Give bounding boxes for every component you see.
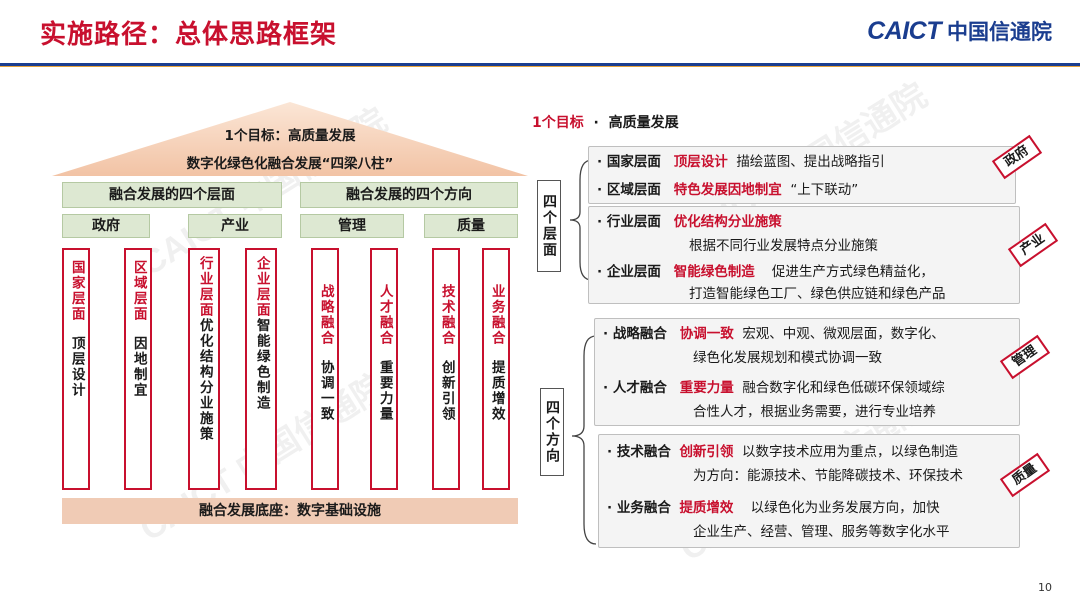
row-business-detail: 企业生产、经营、管理、服务等数字化水平 xyxy=(693,524,950,540)
logo-text-cn: 中国信通院 xyxy=(947,20,1052,44)
group-manage: 管理 xyxy=(300,214,404,238)
pillar-business: 业务融合 提质增效 xyxy=(482,248,510,490)
page-number: 10 xyxy=(1038,581,1052,594)
badge-gov: 政府 xyxy=(991,134,1043,180)
pillar-regional: 区域层面 因地制宜 xyxy=(124,248,152,490)
levels-label: 四个层面 xyxy=(537,180,561,272)
row-talent: · 人才融合 重要力量 融合数字化和绿色低碳环保领域综 xyxy=(603,380,945,396)
pillar-sector: 行业层面 优化结构分业施策 xyxy=(188,248,220,490)
directions-label: 四个方向 xyxy=(540,388,564,476)
directions-brace xyxy=(571,335,597,545)
group-industry: 产业 xyxy=(188,214,282,238)
goal-bullet: · xyxy=(588,115,604,131)
roof-goal: 1个目标：高质量发展 xyxy=(224,128,356,144)
page-title: 实施路径：总体思路框架 xyxy=(40,20,338,50)
pillar-talent: 人才融合 重要力量 xyxy=(370,248,398,490)
card-quality: · 技术融合 创新引领 以数字技术应用为重点，以绿色制造 为方向：能源技术、节能… xyxy=(598,434,1020,548)
card-industry: · 行业层面 优化结构分业施策 根据不同行业发展特点分业施策 · 企业层面 智能… xyxy=(588,206,1020,304)
levels-title-bar: 融合发展的四个层面 xyxy=(62,182,282,208)
row-talent-detail: 合性人才，根据业务需要，进行专业培养 xyxy=(693,404,936,420)
row-business: · 业务融合 提质增效 以绿色化为业务发展方向，加快 xyxy=(607,500,940,516)
pillar-national: 国家层面 顶层设计 xyxy=(62,248,90,490)
goal-label: 1个目标 xyxy=(532,115,584,131)
row-technology: · 技术融合 创新引领 以数字技术应用为重点，以绿色制造 xyxy=(607,444,959,460)
card-manage: · 战略融合 协调一致 宏观、中观、微观层面，数字化、 绿色化发展规划和模式协调… xyxy=(594,318,1020,426)
pillar-strategy: 战略融合 协调一致 xyxy=(311,248,339,490)
row-strategy-detail: 绿色化发展规划和模式协调一致 xyxy=(693,350,882,366)
row-strategy: · 战略融合 协调一致 宏观、中观、微观层面，数字化、 xyxy=(603,326,945,342)
card-gov: · 国家层面 顶层设计 描绘蓝图、提出战略指引 · 区域层面 特色发展因地制宜 … xyxy=(588,146,1016,204)
group-gov: 政府 xyxy=(62,214,150,238)
roof-framework: 数字化绿色化融合发展“四梁八柱” xyxy=(186,156,394,172)
pillar-enterprise: 企业层面 智能绿色制造 xyxy=(245,248,277,490)
logo-text-en: CAICT xyxy=(867,16,941,45)
goal-text: 高质量发展 xyxy=(608,115,679,131)
row-sector: · 行业层面 优化结构分业施策 xyxy=(597,214,782,230)
group-quality: 质量 xyxy=(424,214,518,238)
row-national: · 国家层面 顶层设计 描绘蓝图、提出战略指引 xyxy=(597,154,885,170)
levels-brace xyxy=(569,159,593,281)
caict-logo: CAICT 中国信通院 xyxy=(867,16,1052,46)
goal-line: 1个目标 · 高质量发展 xyxy=(532,112,679,132)
directions-title-bar: 融合发展的四个方向 xyxy=(300,182,518,208)
house-roof xyxy=(52,102,528,176)
pillar-technology: 技术融合 创新引领 xyxy=(432,248,460,490)
row-enterprise: · 企业层面 智能绿色制造 促进生产方式绿色精益化， xyxy=(597,264,934,280)
row-sector-detail: 根据不同行业发展特点分业施策 xyxy=(689,238,878,254)
house-base: 融合发展底座：数字基础设施 xyxy=(62,498,518,524)
row-enterprise-detail: 打造智能绿色工厂、绿色供应链和绿色产品 xyxy=(689,286,946,302)
header-rule-accent xyxy=(0,66,1080,67)
row-technology-detail: 为方向：能源技术、节能降碳技术、环保技术 xyxy=(693,468,963,484)
row-regional: · 区域层面 特色发展因地制宜 “上下联动” xyxy=(597,182,859,198)
header-rule xyxy=(0,63,1080,66)
